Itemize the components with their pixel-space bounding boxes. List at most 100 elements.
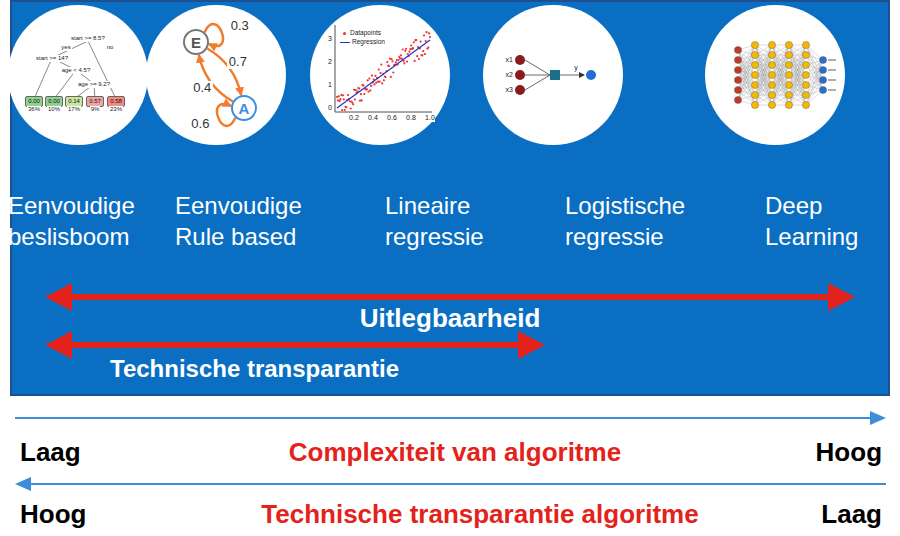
nn-neuron — [734, 46, 741, 53]
label-lg: y — [574, 64, 578, 72]
data-point — [402, 48, 404, 50]
legend-sample — [340, 42, 350, 43]
data-point — [344, 109, 346, 111]
nn-output — [828, 70, 836, 71]
data-point — [350, 107, 352, 109]
nn-neuron — [785, 41, 792, 48]
nn-output — [828, 80, 836, 81]
nn-output — [828, 90, 836, 91]
data-point — [414, 60, 416, 62]
data-point — [423, 34, 425, 36]
drawing-part — [525, 75, 550, 76]
label-t: 10% — [47, 106, 61, 113]
label-t: start >= 8.5? — [70, 35, 106, 42]
data-point — [422, 50, 424, 52]
nn-output — [828, 60, 836, 61]
data-point — [380, 64, 382, 66]
data-point — [352, 103, 354, 105]
nn-link — [789, 75, 806, 105]
data-point — [404, 50, 406, 52]
model-circle: Eenvoudige Rule basedEA — [146, 5, 286, 145]
data-point — [413, 41, 415, 43]
nn-neuron — [819, 86, 826, 93]
data-point — [339, 100, 341, 102]
drawing-part — [870, 411, 886, 425]
data-point — [418, 58, 420, 60]
label-lg: x3 — [506, 86, 513, 94]
drawing-part — [146, 5, 286, 145]
data-point — [397, 59, 399, 61]
nn-neuron — [785, 61, 792, 68]
data-point — [387, 65, 389, 67]
nn-neuron — [819, 66, 826, 73]
label-t: 9% — [90, 106, 101, 113]
drawing-part — [828, 283, 855, 311]
logistic-figure — [515, 55, 596, 95]
data-point — [400, 54, 402, 56]
nn-neuron — [751, 41, 758, 48]
data-point — [365, 88, 367, 90]
transition-probability: 0.7 — [227, 55, 249, 69]
data-point — [420, 54, 422, 56]
data-point — [410, 44, 412, 46]
nn-neuron — [802, 71, 809, 78]
data-point — [427, 46, 429, 48]
data-point — [412, 47, 414, 49]
data-point — [391, 60, 393, 62]
data-point — [408, 51, 410, 53]
data-point — [386, 61, 388, 63]
drawing-part — [705, 5, 845, 145]
data-point — [403, 62, 405, 64]
nn-neuron — [785, 91, 792, 98]
data-point — [390, 76, 392, 78]
data-point — [369, 89, 371, 91]
legend-row: Regression — [340, 37, 385, 46]
data-point — [395, 61, 397, 63]
data-point — [358, 88, 360, 90]
data-point — [366, 88, 368, 90]
data-point — [379, 72, 381, 74]
nn-neuron — [751, 51, 758, 58]
data-point — [341, 109, 343, 111]
data-point — [388, 65, 390, 67]
data-point — [344, 106, 346, 108]
drawing-part — [525, 60, 550, 75]
label-bot: Hoog — [816, 438, 882, 468]
data-point — [354, 98, 356, 100]
state-label: E — [191, 34, 201, 51]
nn-neuron — [802, 81, 809, 88]
plot-legend: DatapointsRegression — [338, 27, 387, 47]
data-point — [381, 82, 383, 84]
drawing-part — [310, 5, 450, 145]
label-t: age < 4.5? — [61, 67, 92, 74]
nn-neuron — [802, 101, 809, 108]
data-point — [426, 31, 428, 33]
red-arrows — [45, 283, 855, 359]
model-circle: Lineaire regressie — [310, 5, 450, 145]
state-circle: E — [183, 29, 209, 55]
data-point — [392, 71, 394, 73]
data-point — [415, 39, 417, 41]
data-point — [428, 32, 430, 34]
drawing-part — [515, 55, 525, 65]
nn-neuron — [768, 41, 775, 48]
white-circles — [8, 5, 845, 145]
nn-neuron — [751, 101, 758, 108]
label-tk: 0.2 — [349, 114, 359, 122]
data-point — [361, 99, 363, 101]
drawing-part — [560, 75, 584, 76]
data-point — [414, 39, 416, 41]
data-point — [374, 75, 376, 77]
drawing-part — [335, 25, 432, 112]
data-point — [339, 98, 341, 100]
data-point — [384, 75, 386, 77]
nn-neuron — [768, 71, 775, 78]
data-point — [342, 94, 344, 96]
data-point — [345, 106, 347, 108]
state-label: A — [239, 100, 250, 117]
data-point — [368, 77, 370, 79]
legend-text: Regression — [352, 38, 385, 45]
drawing-part — [550, 70, 560, 80]
label-arr: Uitlegbaarheid — [360, 304, 541, 334]
